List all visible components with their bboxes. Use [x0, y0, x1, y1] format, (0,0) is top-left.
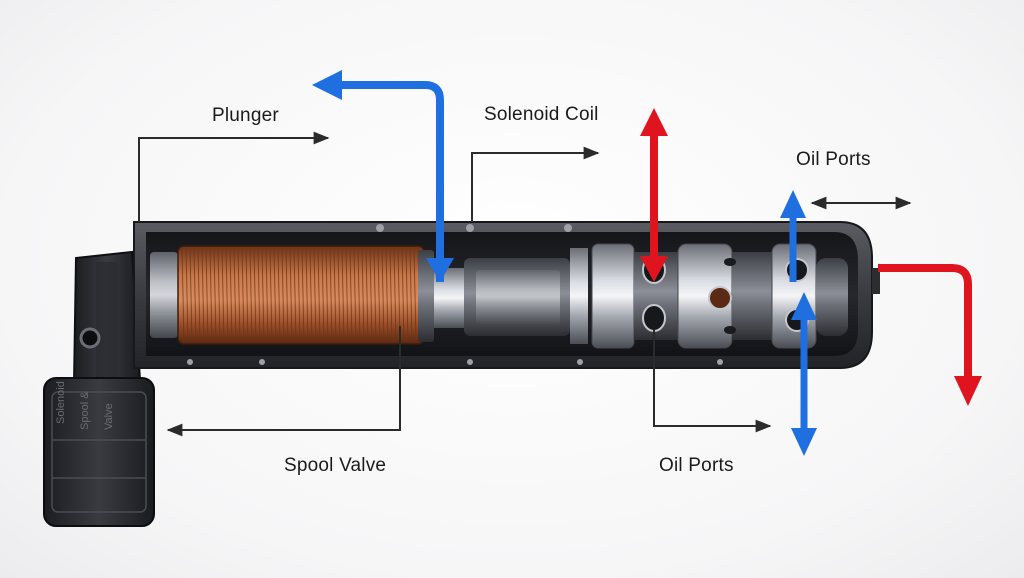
coil-winding-line [265, 247, 269, 343]
arrow-up-icon [780, 190, 806, 218]
solenoid-coil-leader-arrow [471, 146, 600, 222]
oil-ports-label-top: Oil Ports [796, 149, 871, 170]
connector-text-3: Valve [103, 403, 115, 430]
plunger-shaft [434, 258, 570, 336]
coil-winding-line [225, 247, 229, 343]
coil-winding-line [349, 247, 353, 343]
coil-winding-line [309, 247, 313, 343]
coil-winding-line [389, 247, 393, 343]
coil-winding-line [237, 247, 241, 343]
coil-winding-line [337, 247, 341, 343]
coil-winding-line [413, 247, 417, 343]
electrical-connector: Solenoid Spool & Valve [43, 250, 155, 527]
leader-lines [138, 131, 912, 437]
mounting-hole-icon [79, 327, 101, 349]
coil-winding-line [301, 247, 305, 343]
coil-winding-line [317, 247, 321, 343]
connector-text-1: Solenoid [55, 381, 67, 424]
connector-text-2: Spool & [79, 391, 91, 430]
blue-flow-arrows [312, 70, 817, 456]
solenoid-coil [150, 245, 434, 345]
coil-winding-line [325, 247, 329, 343]
arrow-up-icon [791, 292, 817, 320]
coil-winding-line [329, 247, 333, 343]
coil-winding-line [281, 247, 285, 343]
coil-winding-line [249, 247, 253, 343]
arrow-left-icon [312, 70, 342, 100]
red-flow-arrows [640, 108, 982, 406]
coil-winding-line [257, 247, 261, 343]
coil-winding-line [221, 247, 225, 343]
coil-winding-line [289, 247, 293, 343]
oil-port-hole [642, 304, 666, 332]
coil-winding-line [341, 247, 345, 343]
coil-winding-line [201, 247, 205, 343]
coil-winding-line [313, 247, 317, 343]
plunger-leader-arrow [138, 131, 330, 222]
blue-return-arrow [338, 81, 444, 282]
coil-winding-line [305, 247, 309, 343]
oil-port-hole [708, 286, 732, 310]
arrow-down-icon [791, 428, 817, 456]
coil-winding-line [357, 247, 361, 343]
oil-ports-label-bottom: Oil Ports [659, 455, 734, 476]
coil-winding-line [381, 247, 385, 343]
coil-winding-line [277, 247, 281, 343]
coil-winding-line [385, 247, 389, 343]
coil-winding-line [293, 247, 297, 343]
plunger-label: Plunger [212, 105, 279, 126]
connector-plug [43, 377, 155, 527]
red-outlet-arrow [878, 264, 972, 380]
coil-winding-line [181, 247, 185, 343]
coil-winding-line [361, 247, 365, 343]
coil-winding-line [189, 247, 193, 343]
coil-winding-line [393, 247, 397, 343]
coil-winding-line [297, 247, 301, 343]
coil-winding-line [333, 247, 337, 343]
solenoid-coil-label: Solenoid Coil [484, 104, 599, 125]
coil-winding-line [209, 247, 213, 343]
coil-winding-line [213, 247, 217, 343]
coil-winding-line [405, 247, 409, 343]
arrow-up-icon [640, 108, 668, 136]
coil-winding-line [373, 247, 377, 343]
coil-winding-line [245, 247, 249, 343]
coil-winding-line [261, 247, 265, 343]
coil-winding-line [365, 247, 369, 343]
coil-winding-line [273, 247, 277, 343]
coil-winding-line [197, 247, 201, 343]
coil-winding-line [185, 247, 189, 343]
coil-winding-line [253, 247, 257, 343]
coil-winding-line [377, 247, 381, 343]
coil-winding-line [285, 247, 289, 343]
spool-valve-leader-arrow [166, 326, 401, 437]
coil-winding-line [233, 247, 237, 343]
coil-winding-line [269, 247, 273, 343]
spool-valve-label: Spool Valve [284, 455, 387, 476]
coil-winding-line [409, 247, 413, 343]
oil-port-hole [785, 258, 809, 282]
coil-winding-line [229, 247, 233, 343]
arrow-down-icon [426, 258, 454, 282]
coil-winding-line [241, 247, 245, 343]
arrow-down-icon [640, 256, 668, 282]
coil-winding-line [353, 247, 357, 343]
oil-ports-bottom-leader-arrow [653, 330, 772, 433]
coil-winding-line [205, 247, 209, 343]
coil-winding-line [193, 247, 197, 343]
coil-winding-line [217, 247, 221, 343]
coil-winding-line [345, 247, 349, 343]
coil-winding-line [369, 247, 373, 343]
coil-winding-line [321, 247, 325, 343]
arrow-down-icon [954, 376, 982, 406]
coil-winding-line [401, 247, 405, 343]
